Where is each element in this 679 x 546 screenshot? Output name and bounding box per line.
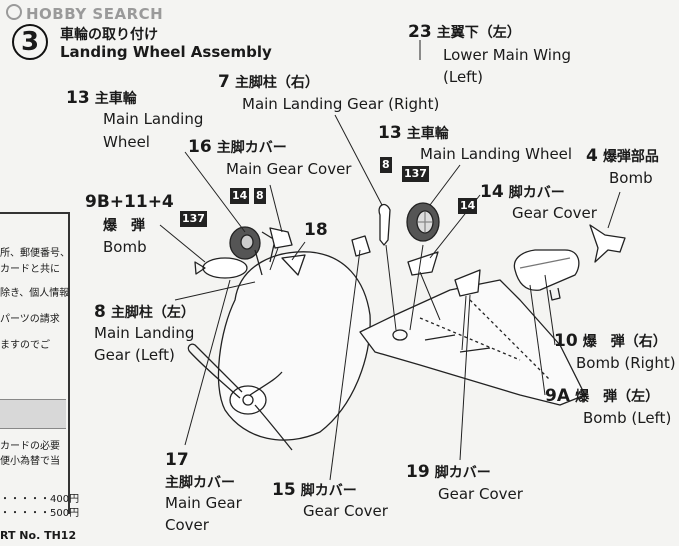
step-number-circle: 3	[12, 24, 48, 60]
step-ref-badge: 14	[230, 188, 250, 204]
bomb-mount	[549, 287, 561, 301]
gear-well	[392, 329, 408, 341]
leader-17	[184, 279, 231, 446]
callout-9b-en: Bomb	[103, 238, 147, 256]
callout-7-en: Main Landing Gear (Right)	[242, 95, 440, 113]
spinner	[229, 385, 267, 415]
panel-price: ・・・・・400円	[0, 494, 80, 505]
watermark-logo-icon	[6, 4, 22, 20]
leader-9a	[529, 284, 546, 396]
leader-4	[607, 191, 621, 229]
callout-9b-jp: 爆 弾	[103, 218, 145, 234]
wing-panel-line	[419, 299, 551, 381]
step-ref-badge: 137	[180, 211, 207, 227]
callout-14-en: Gear Cover	[512, 204, 597, 222]
callout-9a-en: Bomb (Left)	[583, 409, 672, 427]
panel-text-line: パーツの請求	[0, 314, 60, 325]
callout-8: 8 主脚柱（左）	[94, 302, 195, 322]
leader-18	[291, 241, 306, 261]
callout-14: 14 脚カバー	[480, 182, 565, 202]
step-title-jp: 車輪の取り付け	[60, 27, 158, 43]
panel-shaded-box	[0, 399, 66, 429]
step-ref-badge: 137	[402, 166, 429, 182]
callout-9b-num: 9B+11+4	[85, 192, 174, 212]
leader-13a	[184, 151, 246, 233]
leader-16	[269, 184, 283, 233]
panel-text-line: カードの必要	[0, 441, 60, 452]
panel-text-line: ますのでご	[0, 340, 50, 351]
callout-4: 4 爆弾部品	[586, 146, 659, 166]
step-ref-badge: 14	[458, 198, 478, 214]
callout-13b: 13 主車輪	[378, 123, 449, 143]
callout-13a-en2: Wheel	[103, 133, 150, 151]
gear-slot	[424, 334, 491, 353]
callout-13a-en: Main Landing	[103, 110, 204, 128]
right-gear-strut	[378, 203, 391, 246]
spinner-hub	[242, 394, 254, 406]
gear-cover-14	[407, 251, 439, 276]
cover-18	[281, 254, 306, 276]
callout-19-en: Gear Cover	[438, 485, 523, 503]
step-ref-badge: 8	[254, 188, 266, 204]
callout-13a: 13 主車輪	[66, 88, 137, 108]
callout-15: 15 脚カバー	[272, 480, 357, 500]
callout-16-en: Main Gear Cover	[226, 160, 352, 178]
callout-17-en2: Cover	[165, 516, 209, 534]
left-bomb-fin	[194, 261, 206, 275]
propeller-blade-upper	[187, 343, 243, 399]
callout-8-en: Main Landing	[94, 324, 195, 342]
callout-17-en: Main Gear	[165, 494, 242, 512]
panel-text-line: 所、郵便番号、	[0, 248, 70, 259]
panel-text-line: カードと共に	[0, 264, 60, 275]
panel-text-line: 除き、個人情報	[0, 288, 70, 299]
leader-10	[544, 274, 556, 346]
panel-price: ・・・・・500円	[0, 508, 80, 519]
callout-9a: 9A 爆 弾（左）	[545, 386, 660, 406]
callout-8-en2: Gear (Left)	[94, 346, 175, 364]
step-ref-badge: 8	[380, 157, 392, 173]
leader-9b	[159, 224, 206, 263]
leader-8	[174, 281, 256, 301]
panel-text-line: 便小為替で当	[0, 456, 60, 467]
gear-cover-19	[454, 269, 481, 297]
leader-15	[329, 249, 361, 481]
callout-10: 10 爆 弾（右）	[554, 331, 667, 351]
callout-10-en: Bomb (Right)	[576, 354, 676, 372]
callout-23: 23 主翼下（左）	[408, 22, 521, 42]
part-number: RT No. TH12	[0, 529, 77, 542]
callout-16: 16 主脚カバー	[188, 137, 287, 157]
bomb-fin-part	[589, 224, 626, 263]
hobby-search-watermark: HOBBY SEARCH	[6, 4, 163, 23]
propeller-blade-lower	[249, 371, 293, 451]
leader-19	[459, 294, 471, 461]
left-bomb	[202, 257, 248, 279]
leader-7	[334, 114, 383, 206]
callout-7: 7 主脚柱（右）	[218, 72, 319, 92]
leader-13b	[429, 164, 461, 206]
callout-23-en: Lower Main Wing	[443, 46, 571, 64]
callout-4-en: Bomb	[609, 169, 653, 187]
callout-15-en: Gear Cover	[303, 502, 388, 520]
wing-outline	[359, 279, 586, 406]
step-title-en: Landing Wheel Assembly	[60, 43, 272, 61]
callout-13b-en: Main Landing Wheel	[420, 145, 573, 163]
left-info-panel: 所、郵便番号、 カードと共に 除き、個人情報 パーツの請求 ますのでご カードの…	[0, 212, 79, 519]
assembly-line	[269, 244, 467, 351]
callout-18: 18	[304, 220, 328, 240]
callout-17-num: 17	[165, 450, 189, 470]
callout-19: 19 脚カバー	[406, 462, 491, 482]
bracket-8	[351, 235, 371, 257]
callout-23-en2: (Left)	[443, 68, 483, 86]
callout-17-jp: 主脚カバー	[165, 475, 235, 491]
